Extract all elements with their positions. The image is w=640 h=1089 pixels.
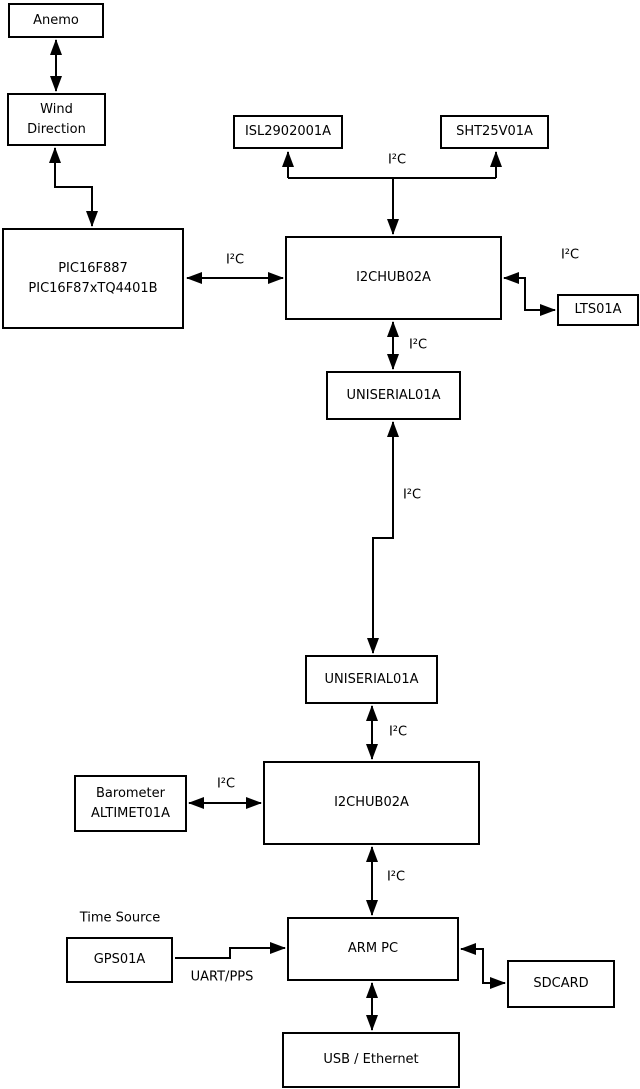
label-i2c-hub1-uni1: I²C [408,337,428,353]
node-wind-direction: Wind Direction [7,93,106,146]
node-label-isl: ISL2902001A [244,124,332,140]
node-barometer: Barometer ALTIMET01A [74,775,187,832]
edge-gps-armpc [175,942,286,959]
label-i2c-barometer: I²C [216,776,236,792]
label-i2c-uni1-uni2: I²C [402,487,422,503]
node-i2chub-2: I2CHUB02A [263,761,480,845]
node-label-i2chub-1: I2CHUB02A [356,270,431,286]
node-gps: GPS01A [66,937,173,983]
node-label-sht: SHT25V01A [456,124,533,140]
edge-uniserial1-uniserial2 [367,421,399,654]
node-label-uniserial-1: UNISERIAL01A [346,387,441,403]
node-label-sdcard: SDCARD [533,976,589,992]
node-uniserial-1: UNISERIAL01A [326,371,461,420]
node-label-gps: GPS01A [93,952,146,968]
node-label-usb-ethernet: USB / Ethernet [323,1052,419,1068]
node-isl: ISL2902001A [233,115,343,149]
node-label-arm-pc: ARM PC [347,941,399,957]
node-label-uniserial-2: UNISERIAL01A [324,671,419,687]
label-i2c-hub1-lts: I²C [560,247,580,263]
node-uniserial-2: UNISERIAL01A [305,655,438,704]
node-label-anemo: Anemo [33,12,79,28]
label-time-source: Time Source [79,910,161,926]
label-uart-pps: UART/PPS [190,969,254,985]
edge-i2chub1-lts [503,272,556,316]
node-pic: PIC16F887 PIC16F87xTQ4401B [2,228,184,329]
node-i2chub-1: I2CHUB02A [285,236,502,320]
node-anemo: Anemo [8,3,104,38]
node-label-barometer: Barometer ALTIMET01A [91,786,170,821]
label-i2c-sensor-bus: I²C [387,152,407,168]
label-i2c-hub2-arm: I²C [386,869,406,885]
edge-wind-pic [49,147,98,227]
node-sht: SHT25V01A [440,115,549,149]
edge-armpc-sdcard [460,943,506,989]
node-label-pic: PIC16F887 PIC16F87xTQ4401B [28,261,158,296]
node-lts: LTS01A [557,294,639,326]
label-i2c-uni2-hub2: I²C [388,724,408,740]
node-label-wind-direction: Wind Direction [27,102,86,137]
node-arm-pc: ARM PC [287,917,459,981]
node-label-lts: LTS01A [574,302,622,318]
node-usb-ethernet: USB / Ethernet [282,1032,460,1088]
node-label-i2chub-2: I2CHUB02A [334,795,409,811]
node-sdcard: SDCARD [507,960,615,1008]
label-i2c-pic-hub1: I²C [225,252,245,268]
